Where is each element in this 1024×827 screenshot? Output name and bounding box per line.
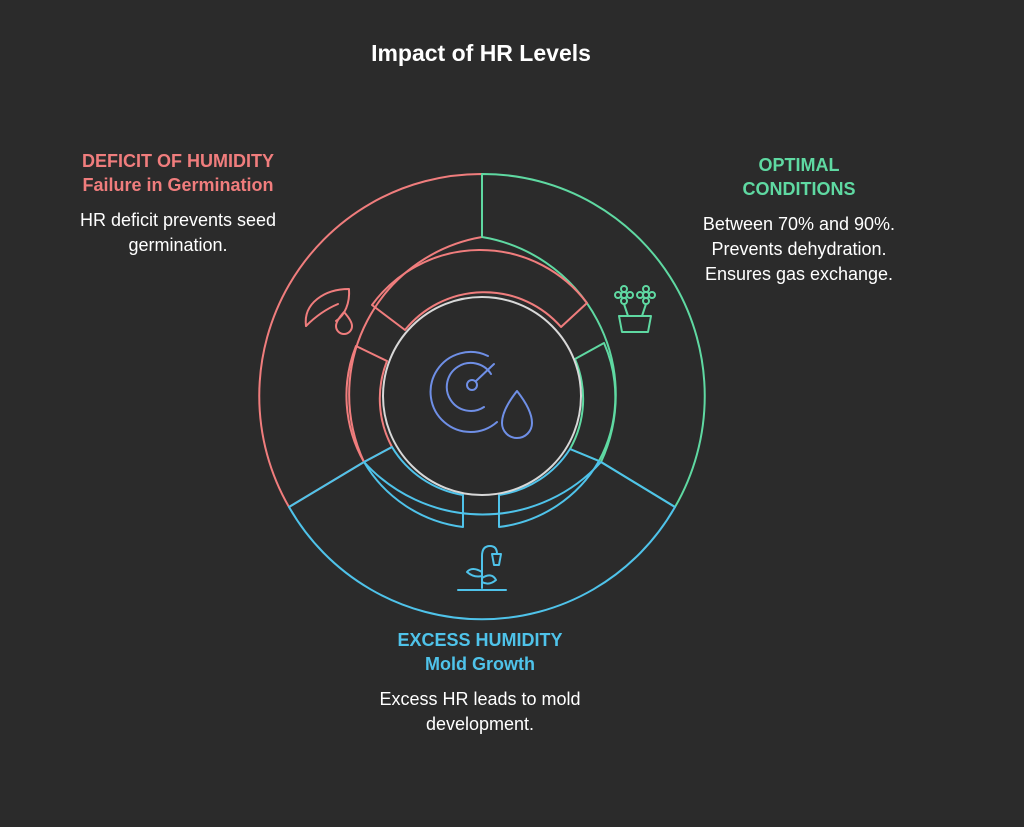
inner-segment-deficit-top — [371, 248, 588, 331]
outer-segment-excess — [288, 461, 676, 621]
excess-heading-line1: EXCESS HUMIDITY — [397, 630, 563, 650]
inner-segment-excess-right — [498, 448, 600, 528]
optimal-desc-line3: Ensures gas exchange. — [704, 264, 894, 284]
wilted-plant-icon — [457, 545, 507, 591]
excess-desc-line1: Excess HR leads to mold — [379, 689, 581, 709]
excess-desc-line2: development. — [425, 714, 535, 734]
optimal-desc-line2: Prevents dehydration. — [711, 239, 887, 259]
potted-flowers-icon — [614, 285, 656, 333]
optimal-desc-line1: Between 70% and 90%. — [702, 214, 896, 234]
outer-segment-deficit — [258, 172, 483, 508]
deficit-desc-line1: HR deficit prevents seed — [79, 210, 277, 230]
optimal-description: Between 70% and 90%. Prevents dehydratio… — [650, 212, 948, 287]
optimal-section: OPTIMAL CONDITIONS Between 70% and 90%. … — [650, 153, 948, 287]
page-title: Impact of HR Levels — [371, 40, 591, 66]
deficit-description: HR deficit prevents seed germination. — [40, 208, 316, 258]
inner-segment-excess-left — [363, 446, 464, 528]
inner-segment-deficit-side — [345, 345, 393, 463]
center-circle — [382, 296, 582, 496]
excess-heading: EXCESS HUMIDITY Mold Growth — [340, 628, 620, 676]
deficit-heading-line2: Failure in Germination — [82, 175, 274, 195]
excess-section: EXCESS HUMIDITY Mold Growth Excess HR le… — [340, 628, 620, 737]
optimal-heading-line1: OPTIMAL — [758, 155, 840, 175]
deficit-heading: DEFICIT OF HUMIDITY Failure in Germinati… — [40, 149, 316, 197]
optimal-heading-line2: CONDITIONS — [742, 179, 856, 199]
optimal-heading: OPTIMAL CONDITIONS — [650, 153, 948, 201]
excess-description: Excess HR leads to mold development. — [340, 687, 620, 737]
leaf-droplet-icon — [304, 288, 353, 335]
excess-heading-line2: Mold Growth — [425, 654, 535, 674]
deficit-section: DEFICIT OF HUMIDITY Failure in Germinati… — [40, 149, 316, 258]
humidity-gauge-icon — [429, 351, 533, 439]
deficit-desc-line2: germination. — [128, 235, 228, 255]
deficit-heading-line1: DEFICIT OF HUMIDITY — [82, 151, 274, 171]
